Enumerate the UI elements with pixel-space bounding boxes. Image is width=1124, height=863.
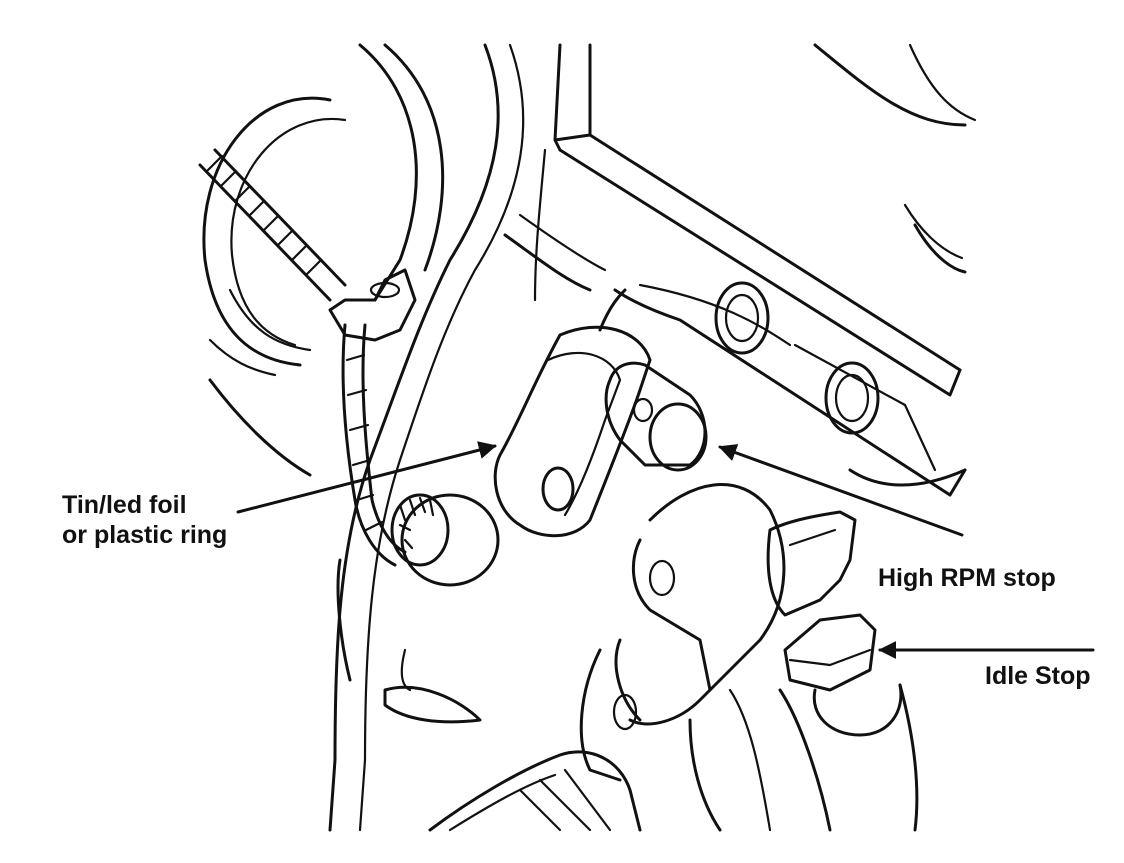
throttle-body-housing	[202, 96, 347, 477]
foil-arrow	[236, 441, 497, 514]
foil-label-line-1: Tin/led foil	[62, 491, 187, 519]
throttle-lever	[493, 325, 652, 538]
upper-bolt	[714, 281, 770, 355]
twisted-safety-wire	[198, 148, 417, 567]
high-rpm-stop-pin	[604, 361, 708, 472]
seal-knob	[390, 493, 500, 587]
foil-label: Tin/led foil or plastic ring	[62, 490, 227, 550]
lower-tab	[383, 648, 482, 724]
lower-bolt	[824, 361, 880, 435]
carburetor-casting	[328, 43, 607, 832]
high-rpm-arrow	[718, 444, 964, 537]
idle-stop-bracket	[766, 510, 919, 832]
upper-right-block	[553, 43, 977, 497]
linkage-arm	[428, 483, 832, 832]
idle-stop-label: Idle Stop	[985, 662, 1091, 690]
foil-label-line-2: or plastic ring	[62, 521, 228, 549]
high-rpm-label: High RPM stop	[878, 564, 1056, 592]
